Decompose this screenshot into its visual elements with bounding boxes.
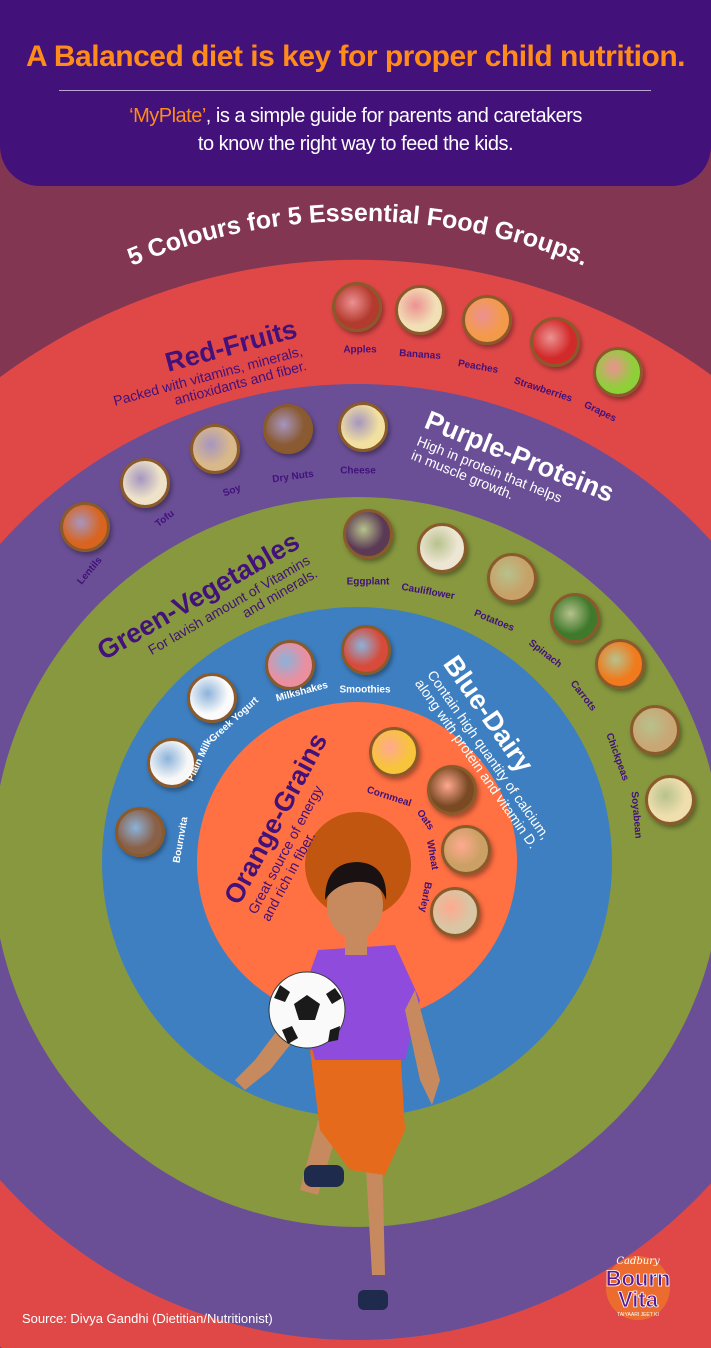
food-bowl-wheat	[441, 825, 491, 875]
food-bowl-cornmeal	[369, 727, 419, 777]
svg-text:TAIYAARI JEET KI: TAIYAARI JEET KI	[617, 1312, 659, 1318]
page-title: A Balanced diet is key for proper child …	[26, 40, 686, 73]
food-bowl-milkshakes	[265, 640, 315, 690]
subtitle-text: , is a simple guide for parents and care…	[205, 105, 583, 127]
food-bowl-lentils	[60, 502, 110, 552]
header-banner: A Balanced diet is key for proper child …	[0, 0, 711, 186]
food-bowl-carrots	[595, 639, 645, 689]
food-bowl-peaches	[462, 295, 512, 345]
source-credit: Source: Divya Gandhi (Dietitian/Nutritio…	[22, 1311, 273, 1326]
food-bowl-soyabean	[645, 775, 695, 825]
food-bowl-smoothies	[341, 625, 391, 675]
food-bowl-potatoes	[487, 553, 537, 603]
food-bowl-strawberries	[530, 317, 580, 367]
svg-text:Vita: Vita	[618, 1287, 659, 1312]
food-bowl-barley	[430, 887, 480, 937]
subtitle-line2: to know the right way to feed the kids.	[197, 133, 514, 155]
subtitle: ‘MyPlate’, is a simple guide for parents…	[0, 102, 711, 158]
food-label-eggplant: Eggplant	[346, 576, 390, 588]
svg-text:Bourn: Bourn	[606, 1266, 671, 1291]
food-bowl-plain-milk	[147, 738, 197, 788]
myplate-highlight: ‘MyPlate’	[129, 105, 206, 127]
food-label-apples: Apples	[343, 344, 377, 356]
food-bowl-cauliflower	[417, 523, 467, 573]
food-bowl-chickpeas	[630, 705, 680, 755]
bournvita-logo: Cadbury Bourn Vita TAIYAARI JEET KI	[605, 1256, 671, 1320]
food-bowl-apples	[332, 282, 382, 332]
food-label-cheese: Cheese	[340, 465, 376, 477]
food-label-smoothies: Smoothies	[339, 684, 391, 696]
divider	[59, 90, 651, 91]
food-bowl-spinach	[550, 593, 600, 643]
food-bowl-oats	[427, 765, 477, 815]
food-bowl-bananas	[395, 285, 445, 335]
food-bowl-tofu	[120, 458, 170, 508]
food-bowl-bournvita	[115, 807, 165, 857]
food-bowl-dry-nuts	[263, 404, 313, 454]
football	[268, 971, 346, 1049]
food-bowl-eggplant	[343, 509, 393, 559]
food-bowl-grapes	[593, 347, 643, 397]
food-bowl-cheese	[338, 402, 388, 452]
food-bowl-greek-yogurt	[187, 673, 237, 723]
svg-text:Cadbury: Cadbury	[616, 1256, 660, 1267]
food-bowl-soy	[190, 424, 240, 474]
